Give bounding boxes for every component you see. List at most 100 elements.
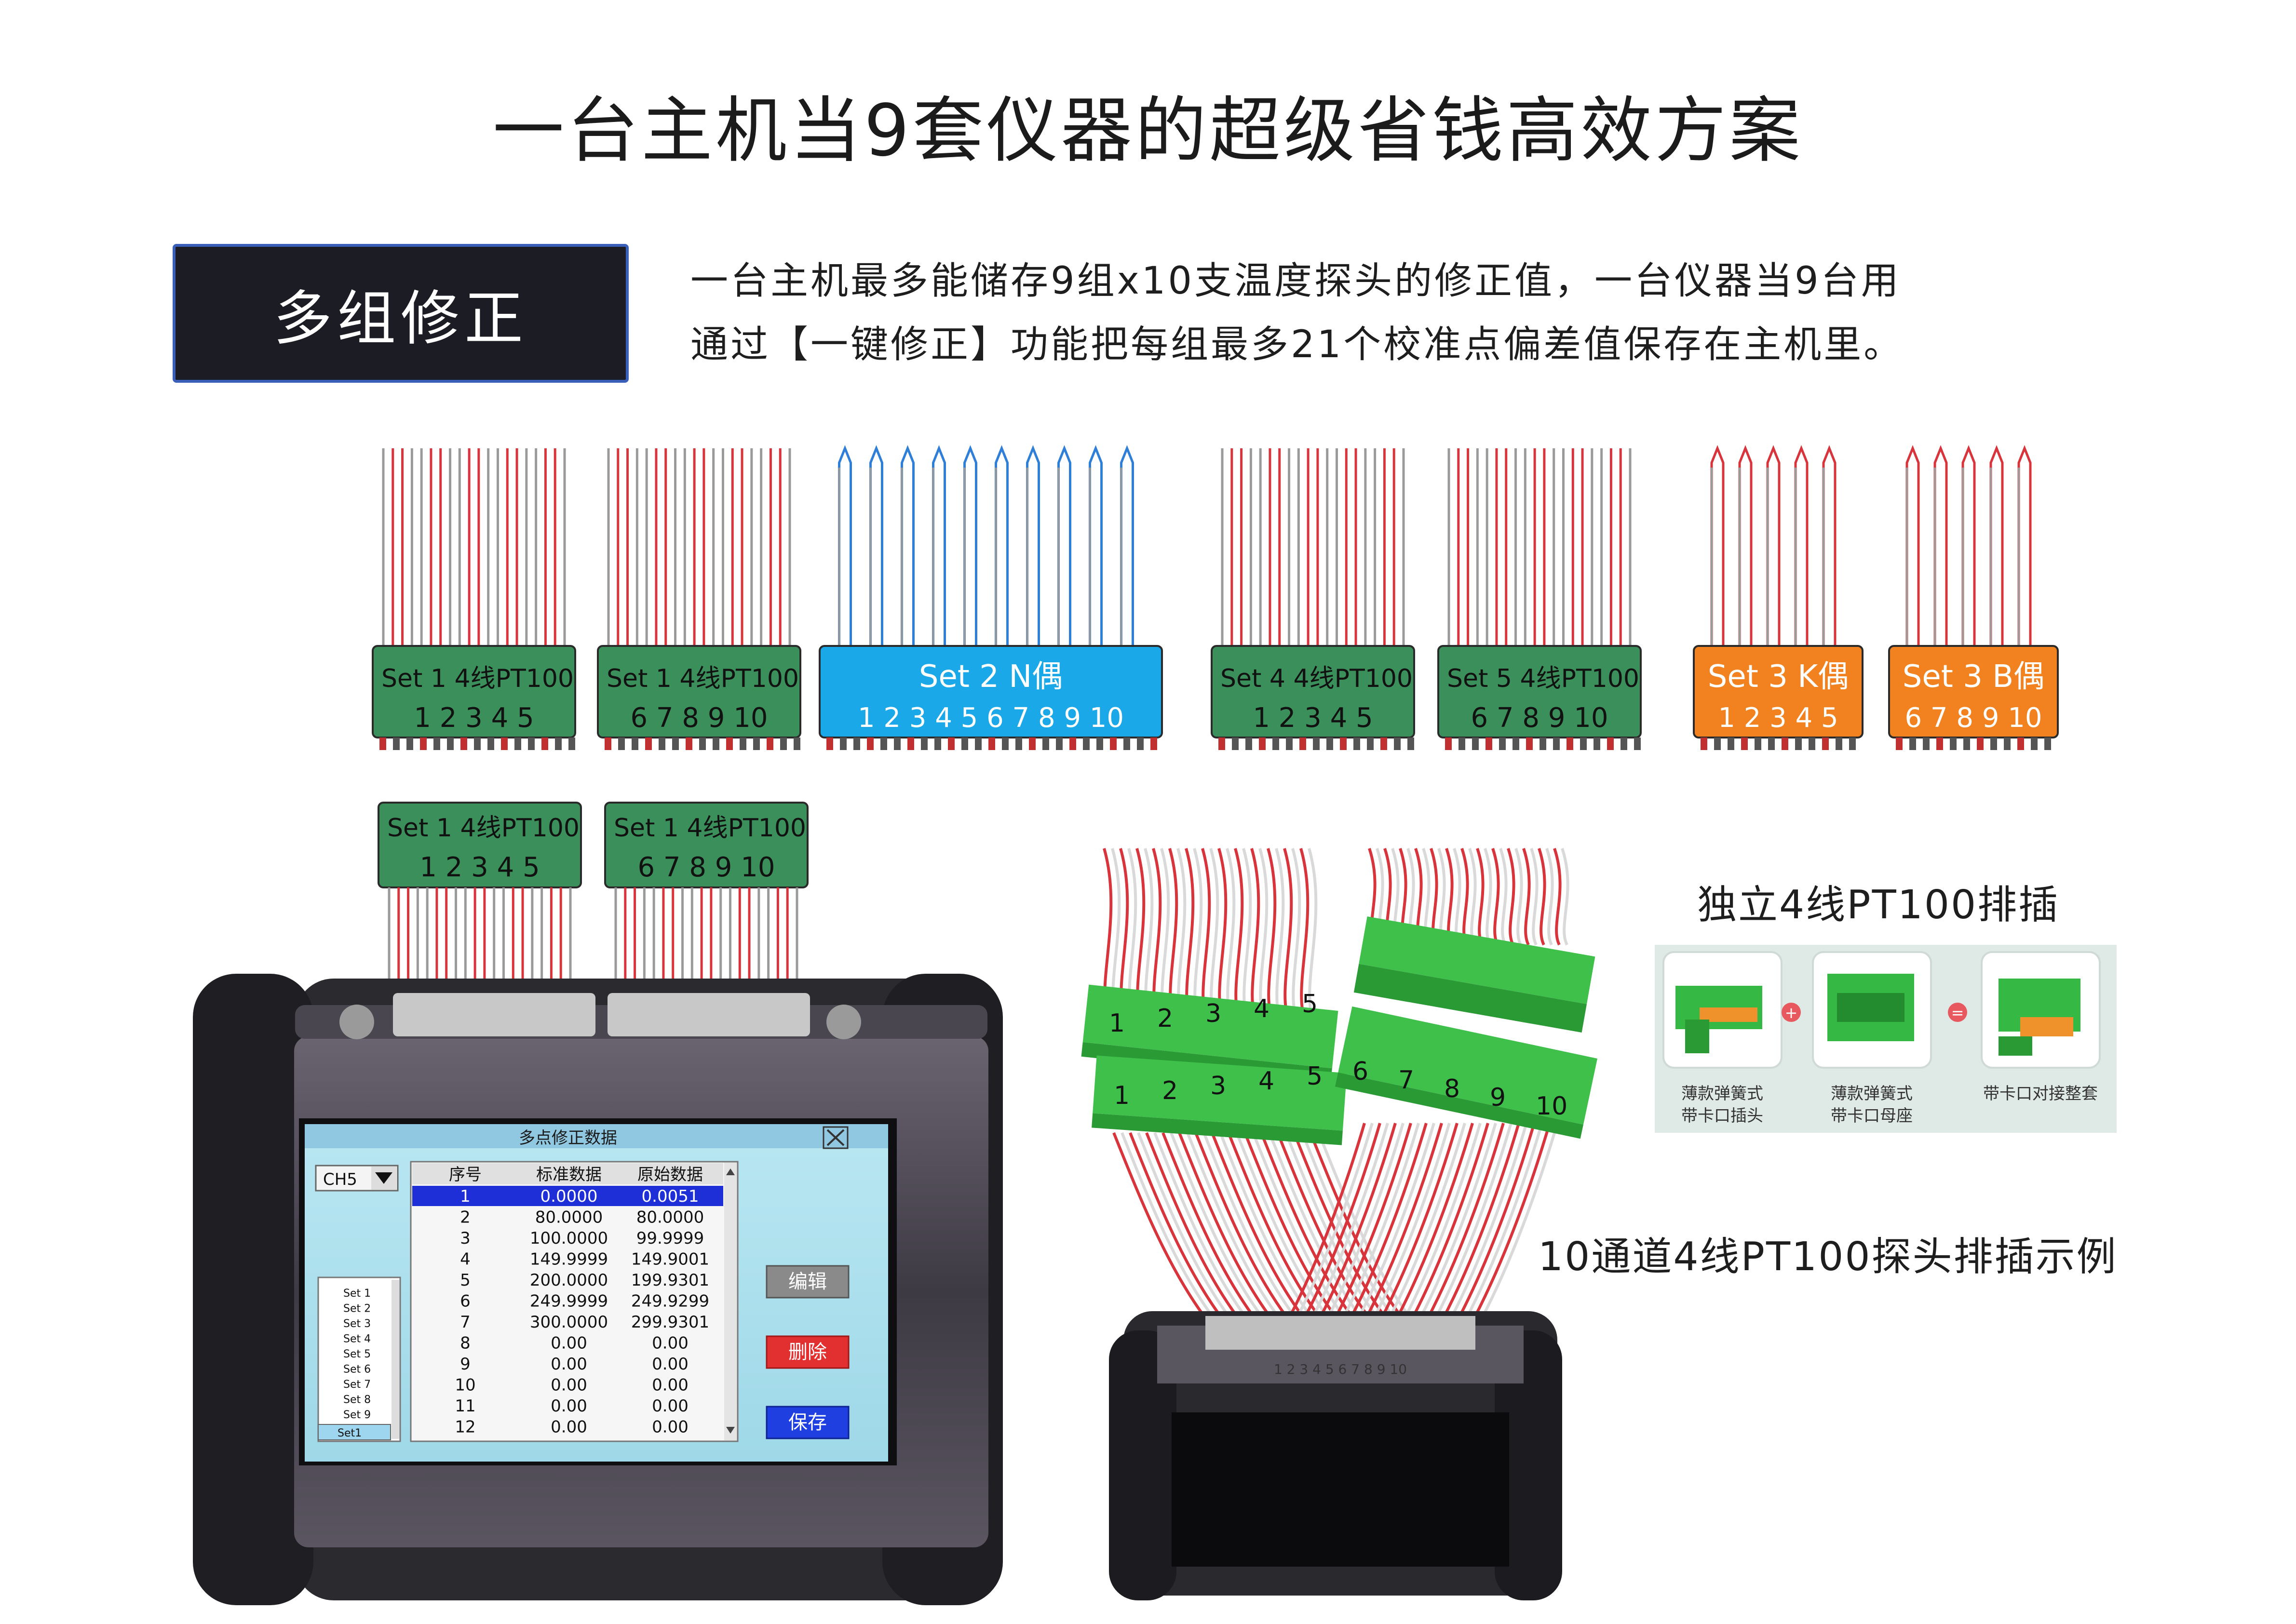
table-cell: 149.9999 (530, 1250, 608, 1269)
photo-number-left: 4 (1254, 994, 1270, 1023)
channel-value: CH5 (323, 1170, 357, 1189)
photo-number-right: 6 (1352, 1057, 1368, 1086)
device-connector-label-2: Set 1 4线PT100 (614, 814, 806, 843)
description-line-2: 通过【一键修正】功能把每组最多21个校准点偏差值保存在主机里。 (690, 323, 1904, 366)
edit-button[interactable]: 编辑 (766, 1265, 850, 1299)
table-cell: 11 (455, 1396, 475, 1416)
section-badge: 多组修正 (173, 244, 629, 383)
set-list-item[interactable]: Set 8 (343, 1394, 371, 1406)
table-cell: 99.9999 (636, 1229, 704, 1248)
device-connector-numbers-2: 6 7 8 9 10 (638, 852, 775, 883)
connector-numbers-5: 6 7 8 9 10 (1471, 702, 1608, 734)
set-list-item[interactable]: Set 4 (343, 1333, 371, 1345)
part-set-image (1981, 951, 2101, 1069)
table-cell: 4 (460, 1250, 471, 1269)
connector-label-6: Set 3 K偶 (1708, 659, 1849, 695)
connector-block-6: Set 3 K偶 1 2 3 4 5 (1693, 445, 1864, 750)
connector-label-3: Set 2 N偶 (919, 659, 1063, 695)
table-cell: 1 (460, 1187, 471, 1206)
small-device-numbers: 1 2 3 4 5 6 7 8 9 10 (1274, 1361, 1407, 1377)
connector-numbers-2: 6 7 8 9 10 (631, 702, 768, 734)
edit-button-label: 编辑 (788, 1271, 827, 1293)
part-plug-image (1662, 951, 1783, 1069)
photo-number-left: 1 (1109, 1009, 1125, 1038)
pt100-panel-title: 独立4线PT100排插 (1697, 882, 2060, 928)
table-row[interactable]: 11 0.00 0.00 (455, 1396, 688, 1416)
part-2-line-2: 带卡口母座 (1831, 1106, 1913, 1126)
set-list-item[interactable]: Set 6 (343, 1364, 371, 1376)
table-cell: 0.00 (551, 1334, 587, 1353)
screen-window-title: 多点修正数据 (519, 1128, 617, 1148)
photo-number-right: 8 (1444, 1074, 1460, 1103)
connector-label-4: Set 4 4线PT100 (1220, 664, 1413, 693)
photo-number-left-lower: 2 (1162, 1076, 1178, 1105)
table-cell: 249.9999 (530, 1292, 608, 1311)
table-cell: 0.00 (652, 1334, 689, 1353)
table-cell: 300.0000 (530, 1313, 608, 1332)
table-row[interactable]: 4 149.9999 149.9001 (460, 1250, 709, 1269)
chevron-down-icon (375, 1172, 392, 1184)
connector-numbers-6: 1 2 3 4 5 (1718, 702, 1838, 734)
device-screen: 多点修正数据 CH5 Set 1 Set 2 Set 3 Set 4 Set 5 Set … (305, 1124, 888, 1462)
photo-number-left: 3 (1205, 999, 1221, 1028)
set-list-scrollbar[interactable] (392, 1280, 399, 1439)
set-list[interactable] (317, 1276, 401, 1442)
scroll-up-icon[interactable] (726, 1168, 735, 1175)
photo-number-left-lower: 4 (1258, 1067, 1274, 1096)
table-cell: 199.9301 (631, 1271, 709, 1290)
table-cell: 0.0000 (540, 1187, 598, 1206)
photo-number-right: 9 (1490, 1083, 1506, 1112)
channel-select[interactable]: CH5 (315, 1165, 399, 1192)
part-3-line-1: 带卡口对接整套 (1983, 1084, 2098, 1103)
table-scrollbar[interactable] (724, 1163, 737, 1440)
page-title: 一台主机当9套仪器的超级省钱高效方案 (492, 89, 1804, 172)
table-cell: 0.00 (652, 1376, 689, 1395)
delete-button[interactable]: 删除 (766, 1335, 850, 1369)
set-list-item[interactable]: Set 9 (343, 1409, 371, 1421)
table-header-3: 原始数据 (637, 1165, 703, 1184)
set-list-item[interactable]: Set 2 (343, 1303, 371, 1315)
photo-number-left-lower: 5 (1307, 1062, 1323, 1091)
set-list-item[interactable]: Set 3 (343, 1318, 371, 1330)
photo-number-left-lower: 3 (1210, 1072, 1226, 1101)
scroll-down-icon[interactable] (726, 1427, 735, 1434)
table-cell: 149.9001 (631, 1250, 709, 1269)
table-cell: 0.00 (551, 1396, 587, 1416)
connector-numbers-7: 6 7 8 9 10 (1905, 702, 2042, 734)
set-list-selected-label: Set1 (338, 1427, 362, 1439)
photo-number-right: 7 (1398, 1066, 1414, 1095)
save-button[interactable]: 保存 (766, 1406, 850, 1439)
photo-number-left-lower: 1 (1114, 1081, 1130, 1110)
set-list-selected[interactable] (318, 1424, 391, 1440)
table-cell: 80.0000 (535, 1208, 603, 1227)
part-socket-image (1812, 951, 1932, 1069)
table-cell: 0.00 (551, 1376, 587, 1395)
screen-close-icon[interactable] (823, 1126, 849, 1149)
connector-numbers-3: 1 2 3 4 5 6 7 8 9 10 (858, 702, 1124, 734)
set-list-item[interactable]: Set 1 (343, 1288, 371, 1300)
table-cell: 3 (460, 1229, 471, 1248)
device-connector-block-2: Set 1 4线PT100 6 7 8 9 10 (604, 802, 809, 998)
connector-block-3: Set 2 N偶 1 2 3 4 5 6 7 8 9 10 (819, 445, 1163, 750)
table-cell: 0.00 (652, 1396, 689, 1416)
device-connector-numbers-1: 1 2 3 4 5 (419, 852, 540, 883)
set-list-item[interactable]: Set 7 (343, 1379, 371, 1391)
small-device-photo: 1 2 3 4 5 6 7 8 9 10 (1109, 1311, 1562, 1600)
table-cell: 0.00 (551, 1355, 587, 1374)
set-list-item[interactable]: Set 5 (343, 1348, 371, 1360)
